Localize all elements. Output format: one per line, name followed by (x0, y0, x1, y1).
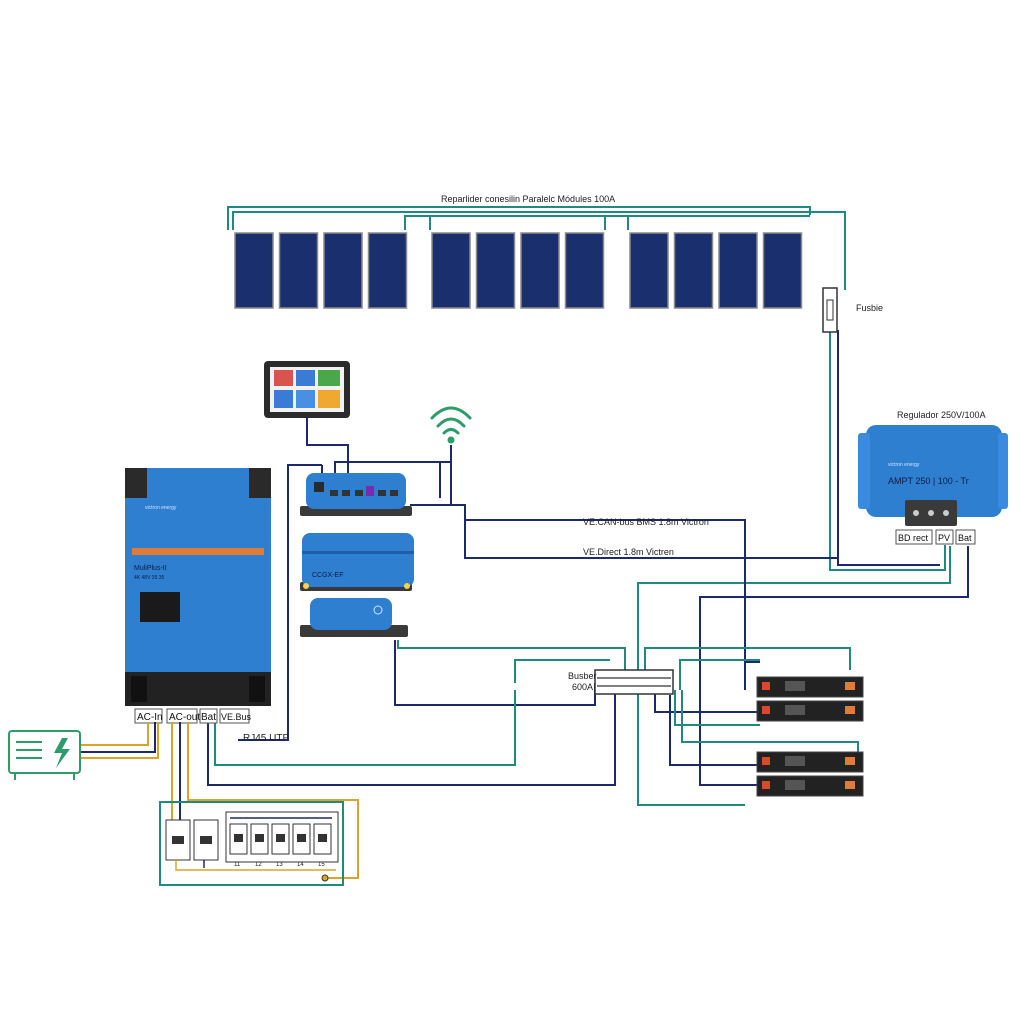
dc-data-wiring (207, 519, 969, 806)
cerbo-gx (300, 473, 412, 516)
mppt-brand: victron energy (888, 462, 920, 468)
mppt-terminal-bdrect: BD rect (898, 533, 929, 543)
solar-panel (323, 232, 363, 309)
solar-panel (718, 232, 758, 309)
busbar-label: Busber (568, 671, 597, 681)
breaker-label: 13 (276, 862, 283, 868)
terminal-vebus: VE.Bus (221, 712, 252, 722)
battery-bank (756, 676, 864, 797)
breaker-row: 11 12 13 14 15 (229, 823, 332, 868)
solar-panel (673, 232, 714, 309)
fuse-holder (822, 287, 838, 333)
wifi-icon (430, 406, 472, 444)
battery-port (785, 705, 805, 715)
generator-lightning-icon (8, 730, 81, 780)
mppt-title: AMPT 250 | 100 - Tr (888, 476, 969, 486)
breaker-wiring (175, 817, 336, 882)
battery-module (756, 751, 864, 773)
battery-terminal (845, 757, 855, 765)
battery-port (785, 780, 805, 790)
battery-module (756, 676, 864, 698)
inverter-terminals: AC-In AC-out Bat VE.Bus (134, 708, 252, 724)
battery-terminal (762, 757, 770, 765)
solar-panel (278, 232, 319, 309)
breaker-switch (297, 834, 306, 842)
panels-title: Reparlider conesilin Paralelc Módules 10… (441, 194, 615, 204)
terminal-bat: Bat (201, 712, 216, 723)
battery-module (756, 700, 864, 722)
ccgx-label: CCGX-EF (312, 572, 344, 579)
breaker-label: 14 (297, 862, 304, 868)
breaker-label: 12 (255, 862, 262, 868)
solar-panel (520, 232, 560, 309)
vedirect-label: VE.Direct 1.8m Victren (583, 547, 674, 557)
battery-port (785, 756, 805, 766)
regulator-label: Regulador 250V/100A (897, 410, 986, 420)
battery-terminal (762, 781, 770, 789)
solar-panel (431, 232, 471, 309)
breaker-switch (276, 834, 285, 842)
smart-shunt-module (300, 598, 408, 637)
ac-wiring (80, 722, 359, 886)
fuse-label: Fusbie (856, 303, 883, 313)
breaker-switch (234, 834, 243, 842)
solar-panel-array (234, 232, 803, 309)
inverter-spec: 4K 48V 35 35 (134, 575, 165, 581)
busbar-rating: 600A (572, 682, 593, 692)
solar-panel (367, 232, 408, 309)
rj45-label: RJ45 UTP (243, 733, 289, 744)
ccgx-module: CCGX-EF (300, 533, 414, 591)
mppt-terminal-pv: PV (938, 533, 950, 543)
battery-terminal (845, 682, 855, 690)
breaker-label: 11 (234, 862, 241, 868)
battery-terminal (845, 706, 855, 714)
solar-array-wiring (227, 206, 946, 571)
battery-port (785, 681, 805, 691)
breaker-switch (255, 834, 264, 842)
solar-panel (564, 232, 605, 309)
mppt-solar-charge-controller: victron energy AMPT 250 | 100 - Tr (858, 425, 1008, 526)
battery-terminal (845, 781, 855, 789)
inverter-model: MuliPlus-II (134, 565, 167, 572)
solar-panel (234, 232, 274, 309)
solar-panel (629, 232, 669, 309)
breaker-switch (318, 834, 327, 842)
mppt-terminals: BD rect PV Bat (895, 529, 976, 545)
solar-panel (762, 232, 803, 309)
solar-panel (475, 232, 516, 309)
battery-terminal (762, 682, 770, 690)
terminal-ac-out: AC-out (169, 712, 200, 723)
busbar-600a (594, 669, 674, 695)
breaker-label: 15 (318, 862, 325, 868)
battery-module (756, 775, 864, 797)
terminal-ac-in: AC-In (137, 712, 163, 723)
vecan-label: VE.CAN-bus BMS 1.8m Victron (583, 517, 709, 527)
mppt-terminal-bat: Bat (958, 533, 972, 543)
multiplus-inverter: victron energy MuliPlus-II 4K 48V 35 35 (125, 468, 271, 706)
battery-terminal (762, 706, 770, 714)
inverter-brand: victron energy (145, 505, 177, 511)
gx-touch-screen (264, 361, 350, 418)
